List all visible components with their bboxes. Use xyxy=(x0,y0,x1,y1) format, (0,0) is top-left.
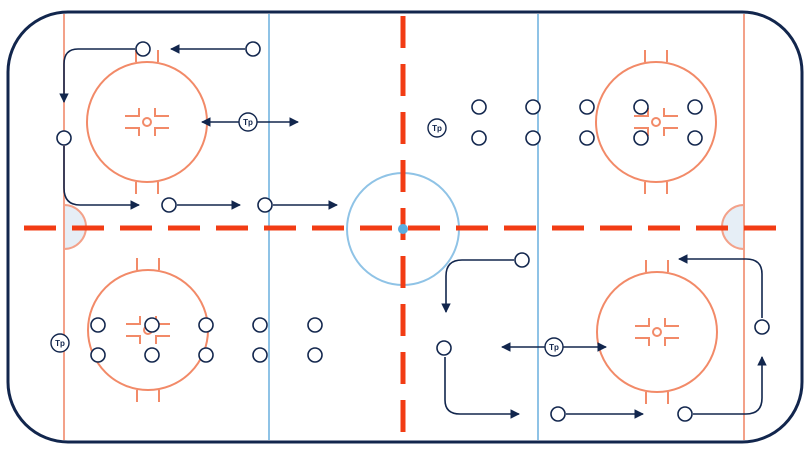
faceoff-circle-top-left xyxy=(86,50,208,194)
player-marker xyxy=(514,252,530,268)
faceoff-circle-top-right xyxy=(595,50,717,194)
player-marker xyxy=(436,340,452,356)
player-marker xyxy=(677,406,693,422)
faceoff-circle-bottom-right xyxy=(596,260,718,404)
tp-marker: Tp xyxy=(427,118,447,138)
player-marker xyxy=(257,197,273,213)
player-marker xyxy=(252,317,268,333)
player-markers xyxy=(56,41,770,422)
player-marker xyxy=(198,347,214,363)
player-marker xyxy=(90,317,106,333)
player-marker xyxy=(633,130,649,146)
svg-text:Tp: Tp xyxy=(243,118,253,127)
player-marker xyxy=(687,130,703,146)
player-marker xyxy=(307,317,323,333)
tp-marker: Tp xyxy=(544,337,564,357)
player-marker xyxy=(579,130,595,146)
player-marker xyxy=(471,99,487,115)
center-faceoff-dot xyxy=(398,224,408,234)
player-marker xyxy=(135,41,151,57)
player-marker xyxy=(687,99,703,115)
player-marker xyxy=(56,130,72,146)
player-marker xyxy=(525,99,541,115)
player-marker xyxy=(633,99,649,115)
player-marker xyxy=(579,99,595,115)
svg-text:Tp: Tp xyxy=(55,339,65,348)
tp-marker: Tp xyxy=(50,333,70,353)
player-marker xyxy=(307,347,323,363)
svg-text:Tp: Tp xyxy=(549,343,559,352)
player-marker xyxy=(144,347,160,363)
player-marker xyxy=(754,319,770,335)
player-marker xyxy=(525,130,541,146)
svg-text:Tp: Tp xyxy=(432,124,442,133)
player-marker xyxy=(198,317,214,333)
player-marker xyxy=(161,197,177,213)
player-marker xyxy=(252,347,268,363)
player-marker xyxy=(245,41,261,57)
player-marker xyxy=(144,317,160,333)
player-marker xyxy=(550,406,566,422)
player-marker xyxy=(90,347,106,363)
tp-marker: Tp xyxy=(238,112,258,132)
player-marker xyxy=(471,130,487,146)
